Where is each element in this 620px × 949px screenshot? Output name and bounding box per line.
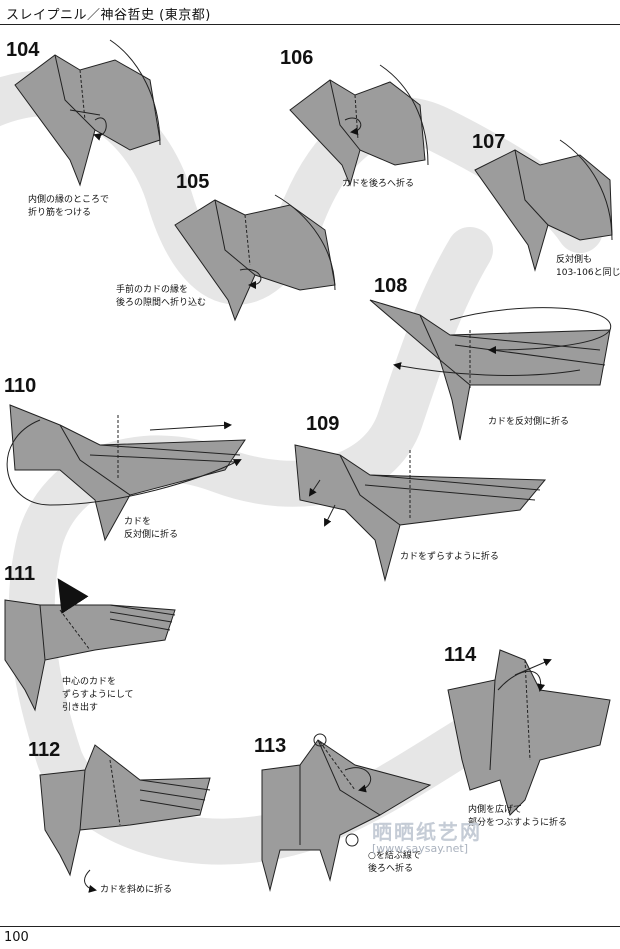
page-number: 100 <box>4 930 29 945</box>
footer-rule <box>0 926 620 927</box>
watermark-url: [www.saysay.net] <box>372 842 469 855</box>
figure-107 <box>474 139 613 272</box>
step-caption-113: ○を結ぶ線で 後ろへ折る <box>368 851 421 874</box>
figure-105 <box>174 194 336 322</box>
step-caption-109: カドをずらすように折る <box>400 552 499 562</box>
step-caption-110: カドを 反対側に折る <box>124 517 179 540</box>
step-number-104: 104 <box>6 39 40 61</box>
figure-109 <box>294 444 547 582</box>
step-number-105: 105 <box>176 171 210 193</box>
step-number-113: 113 <box>254 735 287 757</box>
step-number-112: 112 <box>28 739 61 761</box>
step-caption-114: 内側を広げて 部分をつぶすように折る <box>468 805 568 828</box>
figure-104 <box>14 39 161 187</box>
step-number-110: 110 <box>4 375 37 397</box>
step-number-108: 108 <box>374 275 408 297</box>
step-number-109: 109 <box>306 413 340 435</box>
step-caption-104: 内側の縁のところで 折り筋をつける <box>28 195 110 218</box>
step-caption-105: 手前のカドの縁を 後ろの隙間へ折り込む <box>116 285 207 308</box>
step-caption-111: 中心のカドを ずらすようにして 引き出す <box>62 677 134 713</box>
watermark-brand: 晒晒纸艺网 <box>372 820 482 844</box>
step-caption-108: カドを反対側に折る <box>488 417 570 427</box>
step-number-111: 111 <box>4 563 36 585</box>
step-caption-106: カドを後ろへ折る <box>342 179 415 189</box>
figure-111 <box>4 578 176 712</box>
step-number-114: 114 <box>444 644 477 666</box>
page-header-title: スレイプニル／神谷哲史 (東京都) <box>6 8 211 23</box>
step-number-107: 107 <box>472 131 506 153</box>
step-caption-107: 反対側も 103-106と同じ <box>556 255 620 278</box>
figure-108 <box>369 299 612 441</box>
figure-114 <box>447 649 611 816</box>
step-number-106: 106 <box>280 47 314 69</box>
header-rule <box>0 24 620 25</box>
figure-110 <box>6 404 246 542</box>
figure-113 <box>261 733 432 892</box>
step-caption-112: カドを斜めに折る <box>100 885 173 895</box>
figure-106 <box>289 64 429 187</box>
figure-112 <box>39 744 211 893</box>
